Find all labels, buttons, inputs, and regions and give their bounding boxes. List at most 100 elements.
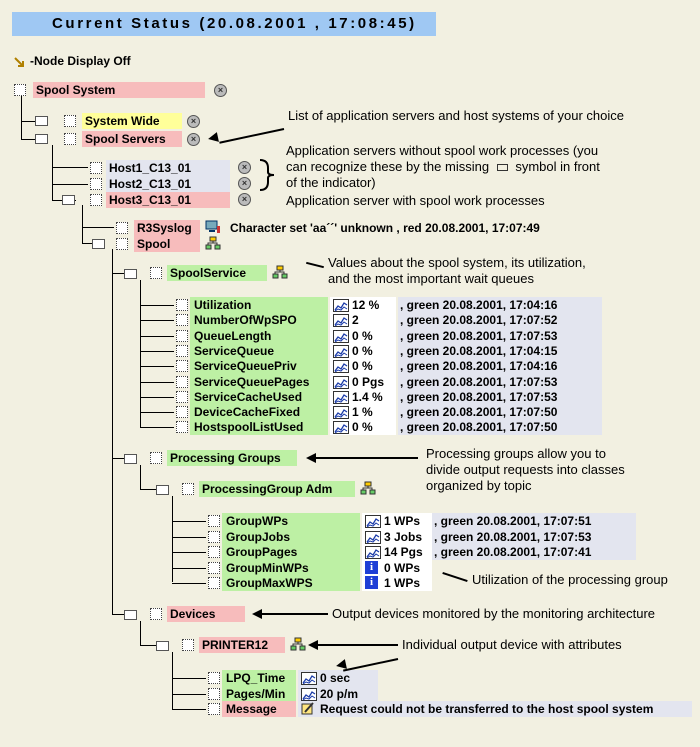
tree-line — [140, 412, 174, 414]
metric-name[interactable]: Utilization — [194, 298, 252, 312]
folder-open-icon[interactable] — [156, 641, 169, 651]
tree-node-spool-system[interactable]: Spool System — [36, 83, 116, 97]
metric-value: 3 Jobs — [384, 529, 423, 544]
tree-node-r3syslog[interactable]: R3Syslog — [137, 221, 192, 235]
metric-name[interactable]: NumberOfWpSPO — [194, 313, 297, 328]
node-checkbox[interactable] — [182, 639, 194, 651]
tree-node-system-wide[interactable]: System Wide — [85, 114, 160, 128]
node-checkbox[interactable] — [176, 390, 188, 403]
tree-node-processing-groups[interactable]: Processing Groups — [170, 451, 281, 465]
metric-name[interactable]: QueueLength — [194, 328, 272, 343]
highlight — [106, 192, 230, 208]
performance-gauge-icon — [365, 515, 381, 528]
metric-status: , green 20.08.2001, 17:07:52 — [400, 313, 558, 328]
folder-open-icon[interactable] — [124, 454, 137, 464]
metric-name[interactable]: GroupMinWPs — [226, 560, 309, 575]
highlight — [199, 481, 355, 497]
metric-name[interactable]: GroupJobs — [226, 529, 291, 544]
tree-node-printer12[interactable]: PRINTER12 — [202, 638, 269, 652]
node-checkbox[interactable] — [208, 515, 220, 527]
node-checkbox[interactable] — [90, 178, 102, 190]
metric-value: 0 sec — [320, 671, 351, 685]
tree-node-devices[interactable]: Devices — [170, 607, 216, 621]
highlight — [167, 450, 297, 466]
performance-gauge-icon — [333, 421, 349, 435]
arrowhead — [207, 132, 219, 144]
node-checkbox[interactable] — [150, 267, 162, 279]
node-checkbox[interactable] — [176, 329, 188, 342]
node-checkbox[interactable] — [208, 687, 220, 700]
node-checkbox[interactable] — [208, 703, 220, 715]
folder-open-icon[interactable] — [35, 134, 48, 144]
tree-node-spool[interactable]: Spool — [137, 237, 171, 251]
folder-open-icon[interactable] — [156, 485, 169, 495]
folder-open-icon[interactable] — [62, 195, 75, 205]
highlight — [362, 575, 432, 591]
node-checkbox[interactable] — [182, 483, 194, 495]
node-checkbox[interactable] — [176, 299, 188, 311]
node-checkbox[interactable] — [116, 222, 128, 234]
metric-name[interactable]: ServiceQueue — [194, 343, 275, 358]
tree-node-processing-group-adm[interactable]: ProcessingGroup Adm — [202, 482, 333, 496]
annotation-arrow — [318, 644, 398, 646]
node-checkbox[interactable] — [64, 115, 76, 127]
folder-open-icon[interactable] — [124, 610, 137, 620]
node-checkbox[interactable] — [150, 452, 162, 464]
node-checkbox[interactable] — [176, 421, 188, 434]
node-checkbox[interactable] — [64, 133, 76, 145]
node-checkbox[interactable] — [176, 406, 188, 419]
highlight — [398, 297, 602, 313]
node-checkbox[interactable] — [208, 561, 220, 574]
node-checkbox[interactable] — [208, 577, 220, 589]
node-checkbox[interactable] — [90, 194, 102, 206]
tree-node-host1[interactable]: Host1_C13_01 — [109, 161, 192, 175]
tree-line — [140, 350, 174, 352]
node-checkbox[interactable] — [176, 375, 188, 388]
node-checkbox[interactable] — [176, 344, 188, 357]
folder-icon[interactable] — [35, 116, 48, 126]
performance-gauge-icon — [301, 672, 317, 685]
node-checkbox[interactable] — [176, 360, 188, 373]
metric-name[interactable]: ServiceQueuePriv — [194, 359, 297, 374]
network-icon — [205, 236, 221, 250]
highlight — [398, 342, 602, 359]
node-display-icon[interactable] — [14, 55, 24, 67]
tree-node-host3[interactable]: Host3_C13_01 — [109, 193, 192, 207]
tree-node-spool-servers[interactable]: Spool Servers — [85, 132, 166, 146]
folder-open-icon[interactable] — [124, 269, 137, 279]
folder-open-icon[interactable] — [92, 239, 105, 249]
metric-name[interactable]: GroupWPs — [226, 514, 288, 528]
highlight — [298, 685, 378, 702]
metric-name[interactable]: DeviceCacheFixed — [194, 405, 301, 420]
node-checkbox[interactable] — [150, 608, 162, 620]
highlight — [432, 528, 636, 545]
tree-line — [140, 320, 174, 322]
annotation-printer: Individual output device with attributes — [402, 637, 622, 652]
metric-name[interactable]: GroupMaxWPS — [226, 576, 313, 590]
node-checkbox[interactable] — [176, 314, 188, 327]
highlight — [167, 606, 245, 622]
node-checkbox[interactable] — [208, 672, 220, 684]
node-display-toggle[interactable]: -Node Display Off — [30, 54, 131, 68]
metric-name[interactable]: HostspoolListUsed — [194, 420, 304, 435]
node-checkbox[interactable] — [208, 530, 220, 543]
tree-line — [172, 709, 206, 710]
node-checkbox[interactable] — [116, 238, 128, 250]
node-checkbox[interactable] — [208, 546, 220, 558]
tree-node-host2[interactable]: Host2_C13_01 — [109, 177, 192, 191]
metric-name[interactable]: Message — [226, 702, 277, 716]
highlight — [222, 544, 360, 560]
metric-name[interactable]: Pages/Min — [226, 686, 286, 701]
tree-line — [140, 427, 174, 429]
tree-line — [172, 536, 206, 538]
performance-gauge-icon — [333, 406, 349, 420]
metric-name[interactable]: ServiceQueuePages — [194, 374, 310, 389]
metric-name[interactable]: LPQ_Time — [226, 671, 286, 685]
metric-name[interactable]: GroupPages — [226, 545, 298, 559]
tree-node-spool-service[interactable]: SpoolService — [170, 266, 247, 280]
tree-line — [140, 280, 141, 428]
metric-name[interactable]: ServiceCacheUsed — [194, 389, 303, 404]
performance-gauge-icon — [365, 546, 381, 559]
node-checkbox[interactable] — [90, 162, 102, 174]
node-checkbox[interactable] — [14, 84, 26, 96]
